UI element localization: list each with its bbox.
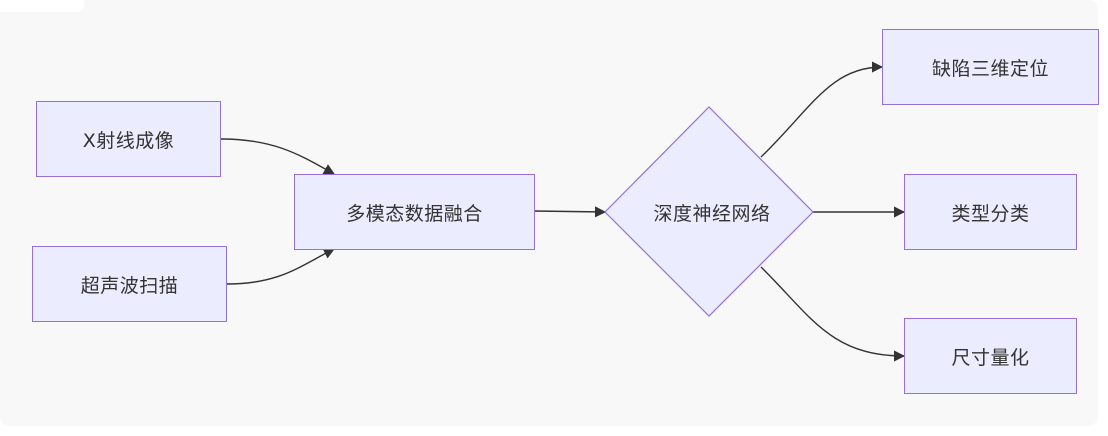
decision-node-dnn[interactable]	[604, 106, 814, 317]
node-ultrasound-scan-label: 超声波扫描	[80, 274, 179, 297]
node-ultrasound-scan[interactable]: 超声波扫描	[32, 246, 227, 322]
edge-dnn-to-locate	[760, 61, 884, 158]
edge-fusion-to-dnn	[533, 206, 607, 218]
node-size-quantification[interactable]: 尺寸量化	[904, 318, 1077, 394]
node-xray-imaging[interactable]: X射线成像	[36, 101, 221, 177]
node-type-classification[interactable]: 类型分类	[904, 174, 1077, 250]
decision-node-dnn-label: 深度神经网络	[653, 202, 771, 225]
node-defect-3d-location-label: 缺陷三维定位	[931, 57, 1049, 80]
node-defect-3d-location[interactable]: 缺陷三维定位	[882, 29, 1099, 105]
node-multimodal-fusion[interactable]: 多模态数据融合	[294, 174, 535, 250]
panel-corner-tab	[0, 0, 84, 12]
edge-dnn-to-measure	[760, 266, 906, 362]
edge-ultrasound-to-fusion	[226, 248, 336, 285]
node-xray-imaging-label: X射线成像	[82, 129, 175, 152]
node-type-classification-label: 类型分类	[951, 202, 1030, 225]
node-size-quantification-label: 尺寸量化	[951, 346, 1030, 369]
edge-xray-to-fusion	[220, 138, 335, 175]
node-multimodal-fusion-label: 多模态数据融合	[346, 202, 483, 225]
